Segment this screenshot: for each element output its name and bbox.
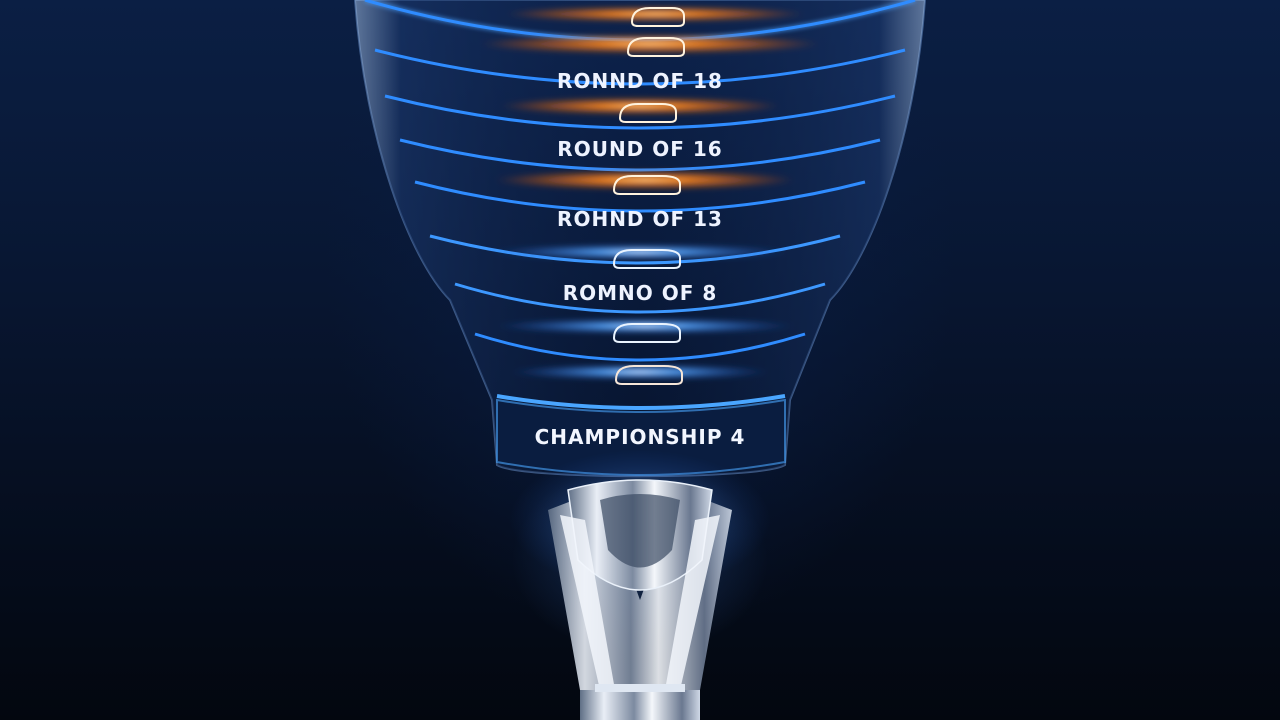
tier-rims [364, 0, 916, 410]
championship-label: CHAMPIONSHIP 4 [535, 425, 746, 449]
blue-light-streaks [490, 244, 795, 380]
tier-label-3: ROHND OF 13 [557, 207, 723, 231]
tier-label-4: ROMNO OF 8 [563, 281, 718, 305]
orange-light-streaks [480, 6, 820, 190]
tier-label-2: ROUND OF 16 [557, 137, 722, 161]
tier-label-1: RONND OF 18 [557, 69, 723, 93]
race-car-icon [612, 7, 685, 385]
trophy-icon [510, 450, 770, 720]
